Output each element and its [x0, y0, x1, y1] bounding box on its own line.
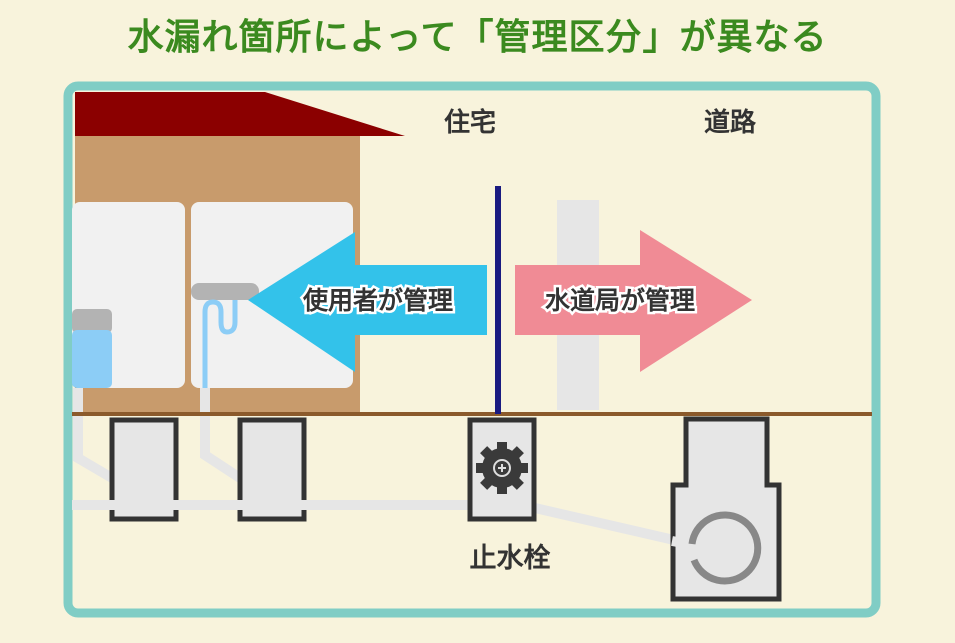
- waterworks-managed-label: 水道局が管理: [545, 286, 695, 315]
- bathtub-rim: [72, 309, 112, 333]
- water-meter-box: [670, 416, 782, 602]
- road-label: 道路: [704, 107, 757, 138]
- waterworks-managed-arrow: [515, 230, 752, 372]
- user-managed-arrow: [248, 232, 487, 372]
- bathtub-water: [72, 330, 112, 388]
- boundary-line: [495, 186, 501, 414]
- faucet-icon: [191, 283, 259, 388]
- house-label: 住宅: [444, 107, 496, 138]
- house-roof: [75, 92, 405, 136]
- stopcock-label: 止水栓: [470, 543, 551, 574]
- gear-valve-icon: [476, 442, 528, 494]
- user-managed-label: 使用者が管理: [302, 286, 453, 315]
- page-title: 水漏れ箇所によって「管理区分」が異なる: [127, 17, 828, 58]
- water-meter-icon: [688, 511, 762, 585]
